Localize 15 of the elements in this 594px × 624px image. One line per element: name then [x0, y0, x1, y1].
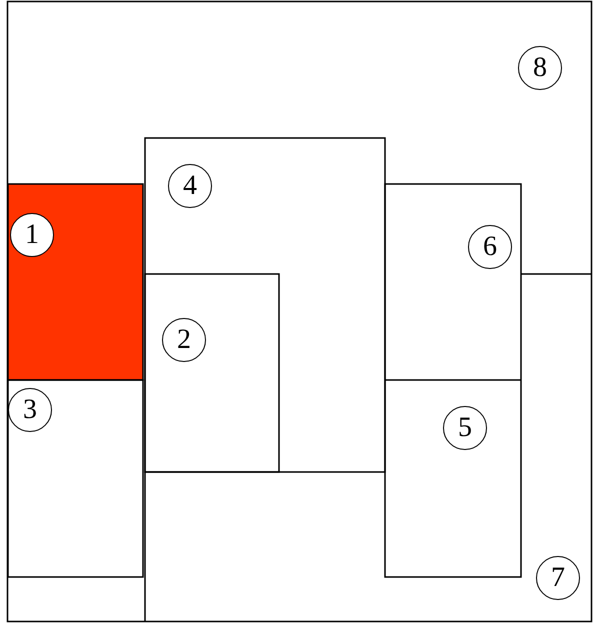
callout-circle [443, 406, 487, 450]
callout-number: 5 [458, 414, 472, 442]
callout-number: 6 [483, 233, 497, 261]
callout-circle [518, 46, 562, 90]
callout-circle [162, 318, 206, 362]
callout-number: 2 [177, 326, 191, 354]
callout-number: 8 [533, 54, 547, 82]
callout-circle [468, 225, 512, 269]
callout-circle [8, 388, 52, 432]
callout-number: 7 [551, 564, 565, 592]
callout-number: 4 [183, 172, 197, 200]
callout-circle [168, 164, 212, 208]
callout-number: 3 [23, 396, 37, 424]
callout-circle [536, 556, 580, 600]
callout-number: 1 [25, 221, 39, 249]
